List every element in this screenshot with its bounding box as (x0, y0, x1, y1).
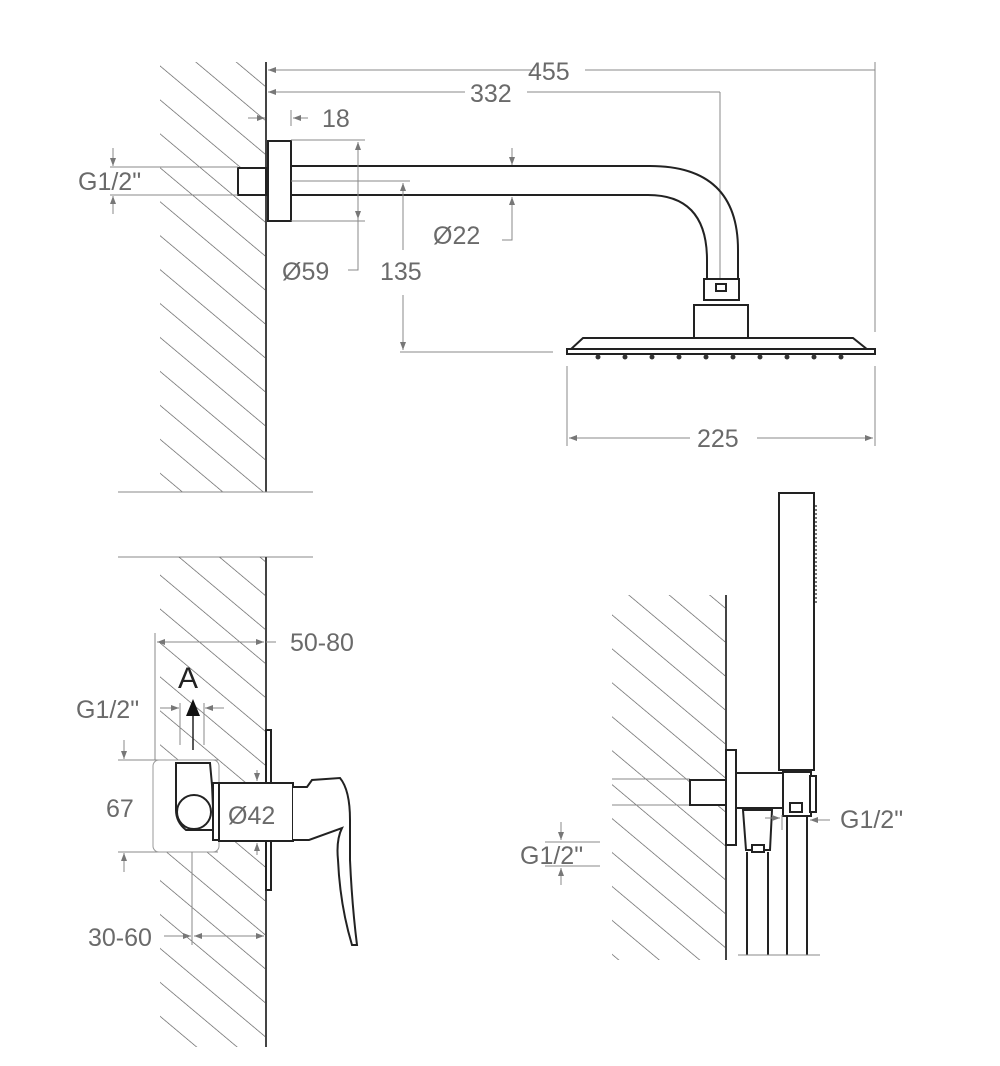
dim-flange-diameter: Ø59 (282, 258, 329, 286)
hand-shower-view: G1/2" G1/2" (520, 492, 903, 960)
dim-arm-diameter: Ø22 (433, 222, 480, 250)
wall-flange (267, 140, 292, 222)
head-nozzles (595, 354, 844, 360)
wall-hatch (160, 62, 266, 492)
mixer-handle (293, 776, 359, 946)
hand-shower (778, 492, 815, 771)
dim-inlet-thread: G1/2" (78, 168, 141, 196)
arm-nut (703, 278, 740, 301)
wall-thread (689, 779, 727, 806)
dim-installation-depth: 30-60 (88, 924, 152, 952)
head-connector (693, 304, 749, 339)
valve-outlet (176, 794, 212, 830)
dim-mixer-inlet-thread: G1/2" (76, 696, 139, 724)
view-label-a: A (178, 662, 198, 695)
dim-wall-thread: G1/2" (520, 842, 583, 870)
mixer-view: 50-80 A G1/2" 67 Ø42 30-60 (76, 556, 359, 1047)
head-shower-view: 455 332 18 G1/2" Ø59 135 (78, 58, 876, 493)
dim-drop-height: 135 (380, 258, 422, 286)
inlet-thread (237, 167, 267, 196)
outlet-elbow (735, 772, 785, 809)
dim-recess-depth: 50-80 (290, 629, 354, 657)
wall-hatch (612, 595, 726, 960)
mixer-cylinder (218, 782, 294, 842)
dim-flange-depth: 18 (322, 105, 350, 133)
view-arrow-icon (186, 699, 200, 716)
dim-hose-thread: G1/2" (840, 806, 903, 834)
wall-bracket-plate (725, 749, 737, 846)
shower-arm (291, 165, 739, 280)
hose-connector (741, 809, 774, 851)
dim-total-length: 455 (528, 58, 570, 86)
shower-hose (738, 816, 820, 956)
dim-head-width: 225 (697, 425, 739, 453)
dim-body-diameter: Ø42 (228, 802, 275, 830)
dim-body-height: 67 (106, 795, 134, 823)
dim-arm-reach: 332 (470, 80, 512, 108)
